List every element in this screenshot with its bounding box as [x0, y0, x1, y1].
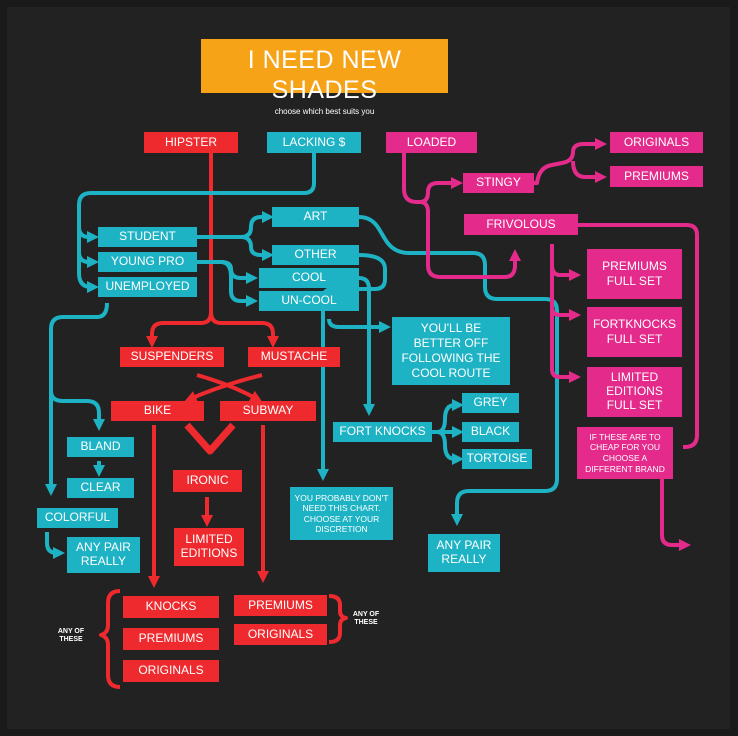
node-tortoise: TORTOISE — [462, 449, 532, 469]
node-any-pair-right: ANY PAIR REALLY — [428, 534, 500, 572]
frivolous-to-fortknocks-full-line — [550, 306, 581, 321]
student-to-art-line — [197, 211, 274, 239]
node-mustache: MUSTACHE — [248, 347, 340, 367]
frivolous-down-line — [550, 244, 581, 383]
node-knocks: KNOCKS — [123, 596, 219, 618]
node-cool-route: YOU'LL BE BETTER OFF FOLLOWING THE COOL … — [392, 317, 510, 385]
node-premiums-right: PREMIUMS — [234, 595, 327, 616]
node-cool: COOL — [259, 268, 359, 288]
node-fortknocks-full-set: FORTKNOCKS FULL SET — [587, 307, 682, 357]
node-clear: CLEAR — [67, 478, 134, 498]
unemployed-to-bland-line — [49, 390, 105, 431]
uncool-to-cool-route-line — [327, 318, 391, 333]
colorful-to-any-pair-line — [45, 532, 65, 559]
connector-lines — [45, 138, 699, 689]
split-to-youngpro-line — [77, 251, 99, 268]
node-loaded: LOADED — [386, 132, 477, 153]
art-to-any-pair-line — [358, 215, 559, 526]
node-too-cheap: IF THESE ARE TO CHEAP FOR YOU CHOOSE A D… — [577, 427, 673, 479]
node-frivolous: FRIVOLOUS — [464, 214, 578, 235]
loaded-to-stingy-line — [402, 153, 463, 204]
node-lacking: LACKING $ — [267, 132, 361, 153]
node-originals-top: ORIGINALS — [610, 132, 703, 153]
frivolous-to-premiums-full-line — [550, 264, 581, 281]
node-suspenders: SUSPENDERS — [120, 347, 224, 367]
node-young-pro: YOUNG PRO — [98, 252, 197, 272]
chart-subtitle: choose which best suits you — [274, 107, 375, 116]
any-of-these-left-note: ANY OF THESE — [57, 628, 85, 643]
node-subway: SUBWAY — [220, 401, 316, 421]
node-premiums-left: PREMIUMS — [123, 628, 219, 650]
cool-to-fortknocks-line — [358, 276, 375, 416]
node-art: ART — [272, 207, 359, 227]
node-originals-right: ORIGINALS — [234, 624, 327, 645]
node-hipster: HIPSTER — [144, 132, 238, 153]
right-brace-line — [328, 594, 348, 644]
node-other: OTHER — [272, 245, 359, 265]
chart-title: I NEED NEW SHADES — [247, 46, 402, 104]
lacking-to-student-split-line — [77, 153, 316, 293]
node-colorful: COLORFUL — [37, 508, 118, 528]
mustache-to-bike-line — [184, 373, 263, 403]
title-banner: I NEED NEW SHADES choose which best suit… — [201, 39, 448, 116]
fortknocks-to-grey-line — [432, 399, 464, 434]
node-any-pair-left: ANY PAIR REALLY — [67, 537, 140, 573]
node-premiums-top: PREMIUMS — [610, 166, 703, 187]
node-bike: BIKE — [111, 401, 204, 421]
too-cheap-to-other-brand-line — [660, 477, 691, 551]
split-to-student-line — [77, 226, 99, 243]
fortknocks-to-tortoise-line — [436, 430, 464, 465]
frivolous-to-too-cheap-line — [578, 223, 699, 449]
node-limited-editions: LIMITED EDITIONS — [174, 528, 244, 566]
any-of-these-right-note: ANY OF THESE — [352, 611, 380, 626]
youngpro-to-uncool-line — [220, 260, 258, 307]
node-fort-knocks: FORT KNOCKS — [333, 422, 432, 442]
unemployed-to-colorful-line — [45, 302, 109, 496]
node-un-cool: UN-COOL — [259, 291, 359, 311]
hipster-to-mustache-line — [209, 311, 279, 348]
stingy-to-premiums-line — [571, 160, 607, 183]
left-brace-line — [99, 589, 121, 689]
hipster-to-split-line — [146, 153, 213, 348]
node-grey: GREY — [462, 393, 519, 413]
flowchart-canvas: I NEED NEW SHADES choose which best suit… — [7, 7, 730, 729]
node-ironic: IRONIC — [173, 470, 242, 492]
stingy-to-originals-line — [534, 138, 607, 185]
ironic-v-line — [184, 422, 236, 455]
node-limited-full-set: LIMITED EDITIONS FULL SET — [587, 367, 682, 417]
node-originals-left: ORIGINALS — [123, 660, 219, 682]
node-bland: BLAND — [67, 437, 134, 457]
node-black: BLACK — [462, 422, 519, 442]
node-unemployed: UNEMPLOYED — [98, 277, 197, 297]
split-to-frivolous-line — [419, 200, 521, 279]
node-stingy: STINGY — [463, 173, 534, 193]
node-student: STUDENT — [98, 227, 197, 247]
student-to-other-line — [240, 235, 274, 261]
node-no-need: YOU PROBABLY DON'T NEED THIS CHART. CHOO… — [290, 487, 393, 540]
node-premiums-full-set: PREMIUMS FULL SET — [587, 249, 682, 299]
